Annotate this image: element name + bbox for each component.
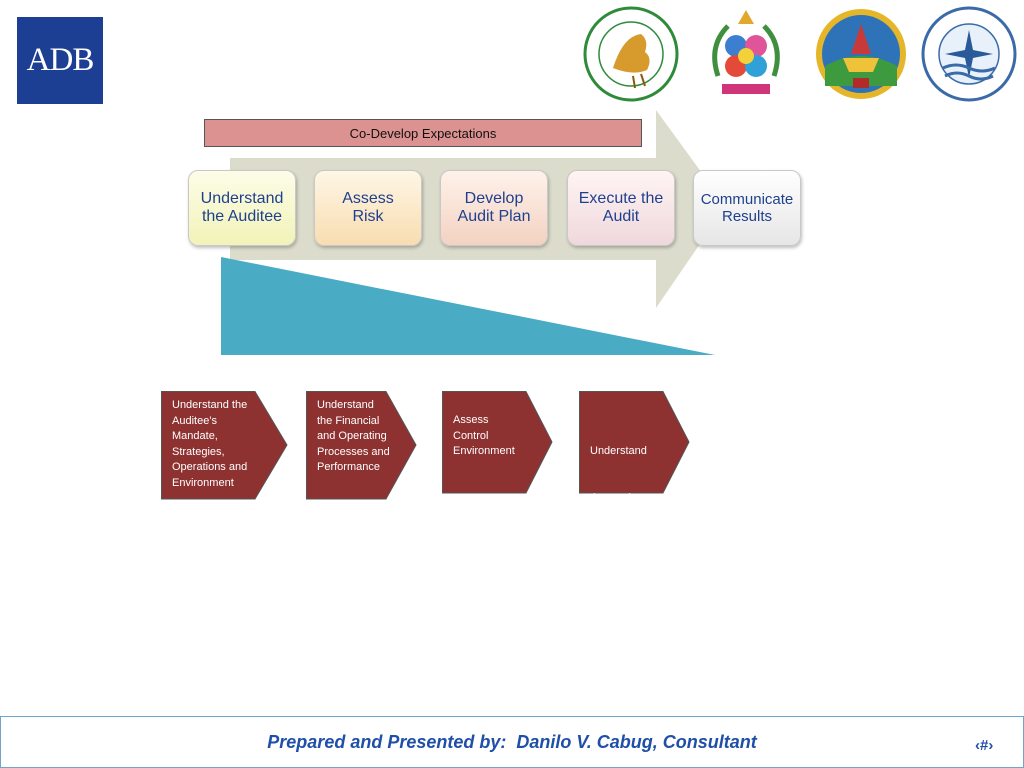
- substep-chevron-financial: [306, 391, 417, 500]
- substep-line: Performance: [317, 461, 380, 473]
- step-label: Develop Audit Plan: [457, 190, 531, 225]
- national-emblem-flower-icon: [712, 10, 780, 94]
- substep-text-operational: Understand the Relevant Operational Proc…: [590, 413, 658, 615]
- substep-line: Environment: [172, 476, 234, 489]
- substep-text-financial: Understand the Financial and Operating P…: [317, 398, 390, 476]
- understand-auditee-expansion-wedge: [221, 257, 715, 355]
- step-develop-audit-plan: Develop Audit Plan: [440, 170, 548, 246]
- substep-line: Strategies,: [172, 445, 225, 458]
- substep-line: Control: [453, 429, 489, 442]
- step-label: Execute the Audit: [578, 190, 664, 225]
- ministry-of-economy-seal-icon: [583, 6, 679, 102]
- substep-line: Understand: [317, 399, 374, 411]
- substep-line: Environment: [453, 445, 515, 457]
- co-develop-expectations-banner: Co-Develop Expectations: [204, 119, 642, 147]
- step-label: Understand the Auditee: [200, 190, 284, 225]
- step-label: Communicate Results: [700, 191, 794, 225]
- substep-chevron-mandate: [161, 391, 288, 500]
- substep-line: and Operating: [317, 430, 387, 442]
- step-execute-audit: Execute the Audit: [567, 170, 675, 246]
- substep-line: Auditee’s: [172, 414, 218, 427]
- substep-line: Processes: [590, 584, 642, 597]
- substep-line: Operations and: [172, 461, 248, 473]
- step-understand-auditee: Understand the Auditee: [188, 170, 296, 246]
- substep-line: Mandate,: [172, 430, 218, 442]
- substep-chevron-control: [442, 391, 553, 494]
- adb-logo: ADB: [17, 17, 103, 104]
- substep-line: the Financial: [317, 414, 380, 427]
- substep-chevron-operational: [579, 391, 690, 494]
- royal-emblem-seal-icon: [816, 9, 906, 99]
- substep-line: Assess: [453, 414, 489, 426]
- substep-line: Processes and: [317, 445, 390, 458]
- step-communicate-results: Communicate Results: [693, 170, 801, 246]
- slide-number: ‹#›: [975, 737, 994, 754]
- substep-line: Understand the: [172, 399, 248, 411]
- substep-line: Operational: [590, 538, 647, 550]
- substep-line: Understand: [590, 445, 647, 457]
- substep-text-mandate: Understand the Auditee’s Mandate, Strate…: [172, 398, 247, 491]
- step-label: Assess Risk: [342, 190, 394, 225]
- national-audit-authority-seal-icon: [921, 6, 1017, 102]
- substep-line: the Relevant: [590, 491, 658, 504]
- substep-text-control: Assess Control Environment: [453, 413, 515, 460]
- step-assess-risk: Assess Risk: [314, 170, 422, 246]
- presenter-credit: Prepared and Presented by: Danilo V. Cab…: [267, 732, 757, 752]
